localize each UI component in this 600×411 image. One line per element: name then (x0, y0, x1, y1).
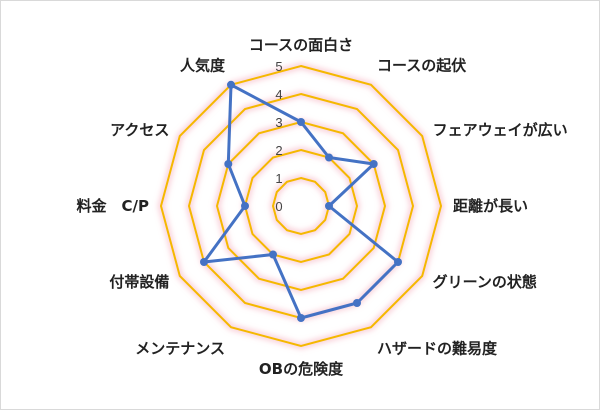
data-point-5 (353, 299, 361, 307)
data-point-6 (297, 314, 305, 322)
data-point-11 (227, 80, 235, 89)
grid-ring-1 (271, 176, 331, 236)
data-series (200, 80, 402, 322)
tick-labels: 0 1 2 3 4 5 (275, 59, 282, 214)
category-label-4: グリーンの状態 (433, 273, 537, 291)
category-label-9: 料金 C/P (77, 197, 149, 215)
category-label-5: ハザードの難易度 (377, 340, 498, 358)
data-point-4 (394, 258, 402, 266)
category-label-6: OBの危険度 (259, 360, 344, 378)
grid-ring-glow-2 (241, 146, 361, 266)
category-labels: コースの面白さコースの起伏フェアウェイが広い距離が長いグリーンの状態ハザードの難… (77, 36, 568, 378)
data-point-8 (200, 258, 208, 266)
tick-label-0: 0 (275, 199, 282, 214)
category-label-11: 人気度 (180, 56, 226, 74)
grid-ring-5 (159, 64, 443, 348)
data-point-3 (325, 202, 333, 210)
category-label-3: 距離が長い (453, 197, 528, 215)
data-point-9 (241, 202, 249, 210)
data-point-7 (269, 250, 277, 259)
tick-label-2: 2 (275, 143, 282, 158)
category-label-2: フェアウェイが広い (433, 121, 568, 139)
data-point-0 (297, 118, 305, 126)
tick-label-5: 5 (275, 59, 282, 74)
grid-glow (157, 62, 445, 350)
category-label-0: コースの面白さ (249, 36, 353, 54)
data-point-1 (325, 153, 333, 162)
grid-ring-2 (243, 148, 359, 264)
category-label-7: メンテナンス (135, 340, 225, 358)
grid-ring-glow-4 (185, 90, 417, 322)
category-label-1: コースの起伏 (377, 56, 466, 74)
category-label-10: アクセス (110, 121, 169, 139)
category-label-8: 付帯設備 (109, 273, 169, 291)
tick-label-4: 4 (275, 87, 282, 102)
tick-label-3: 3 (275, 115, 282, 130)
grid-ring-glow-5 (157, 62, 445, 350)
grid-rings (159, 64, 443, 348)
data-point-10 (224, 160, 233, 168)
data-point-2 (369, 160, 378, 168)
tick-label-1: 1 (275, 171, 282, 186)
